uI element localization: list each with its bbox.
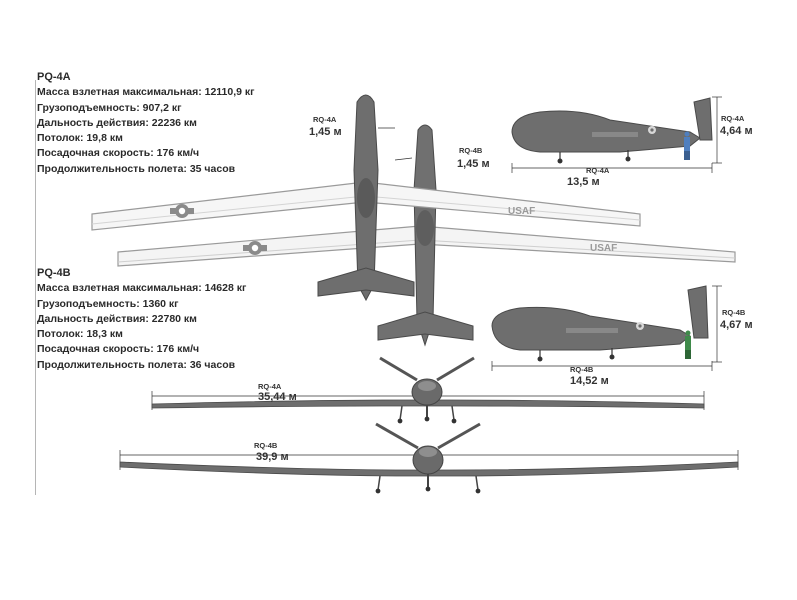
- rq4a-spec-range: Дальность действия: 22236 км: [37, 116, 197, 129]
- front-b-span-dimension: 39,9 м: [256, 451, 289, 463]
- rq4b-spec-ceiling: Потолок: 18,3 км: [37, 328, 123, 341]
- person-icon: [685, 330, 691, 359]
- top-view-rq4b: USAF: [117, 124, 736, 347]
- side-a-length-model-label: RQ-4A: [586, 166, 610, 175]
- top-a-model-label: RQ-4A: [313, 115, 337, 124]
- rq4a-spec-mass: Масса взлетная максимальная: 12110,9 кг: [37, 86, 255, 99]
- front-view-rq4b: [119, 422, 739, 494]
- rq4b-spec-endurance: Продолжительность полета: 36 часов: [37, 358, 236, 371]
- side-b-length-dimension: 14,52 м: [570, 375, 609, 387]
- side-b-length-model-label: RQ-4B: [570, 365, 594, 374]
- side-b-height-model-label: RQ-4B: [722, 308, 746, 317]
- side-view-rq4b: [491, 285, 722, 371]
- person-icon: [684, 131, 690, 160]
- rq4a-spec-landing-speed: Посадочная скорость: 176 км/ч: [37, 147, 200, 160]
- side-a-length-dimension: 13,5 м: [567, 176, 600, 188]
- roundel-icon: [648, 126, 656, 134]
- front-a-span-dimension: 35,44 м: [258, 391, 297, 403]
- wing-marking-1: USAF: [508, 206, 535, 217]
- side-a-height-model-label: RQ-4A: [721, 114, 745, 123]
- rq4a-tail: [317, 267, 415, 297]
- wing-marking-2: USAF: [590, 243, 617, 254]
- rq4b-title: PQ-4B: [37, 267, 71, 279]
- top-view-rq4a: USAF: [91, 94, 641, 302]
- front-b-model-label: RQ-4B: [254, 441, 278, 450]
- rq4b-tail: [377, 311, 474, 341]
- front-a-model-label: RQ-4A: [258, 382, 282, 391]
- left-rule: [35, 80, 36, 495]
- rq4a-spec-ceiling: Потолок: 19,8 км: [37, 132, 123, 145]
- rq4b-spec-landing-speed: Посадочная скорость: 176 км/ч: [37, 343, 200, 356]
- roundel-icon: [243, 241, 267, 255]
- rq4a-title: PQ-4A: [37, 71, 71, 83]
- side-view-rq4a: [511, 96, 722, 173]
- rq4b-spec-payload: Грузоподъемность: 1360 кг: [37, 297, 179, 310]
- rq4a-spec-payload: Грузоподъемность: 907,2 кг: [37, 101, 182, 114]
- top-b-dimension: 1,45 м: [457, 158, 490, 170]
- rq4a-spec-endurance: Продолжительность полета: 35 часов: [37, 162, 236, 175]
- side-b-height-dimension: 4,67 м: [720, 319, 753, 331]
- rq4b-specs: PQ-4B Масса взлетная максимальная: 14628…: [37, 266, 246, 373]
- rq4a-specs: PQ-4A Масса взлетная максимальная: 12110…: [37, 70, 255, 177]
- rq4b-spec-mass: Масса взлетная максимальная: 14628 кг: [37, 282, 247, 295]
- front-view-rq4a: [151, 356, 705, 424]
- side-a-height-dimension: 4,64 м: [720, 125, 753, 137]
- top-a-dimension: 1,45 м: [309, 126, 342, 138]
- top-b-model-label: RQ-4B: [459, 146, 483, 155]
- roundel-icon: [636, 322, 644, 330]
- rq4b-spec-range: Дальность действия: 22780 км: [37, 312, 197, 325]
- roundel-icon: [170, 204, 194, 218]
